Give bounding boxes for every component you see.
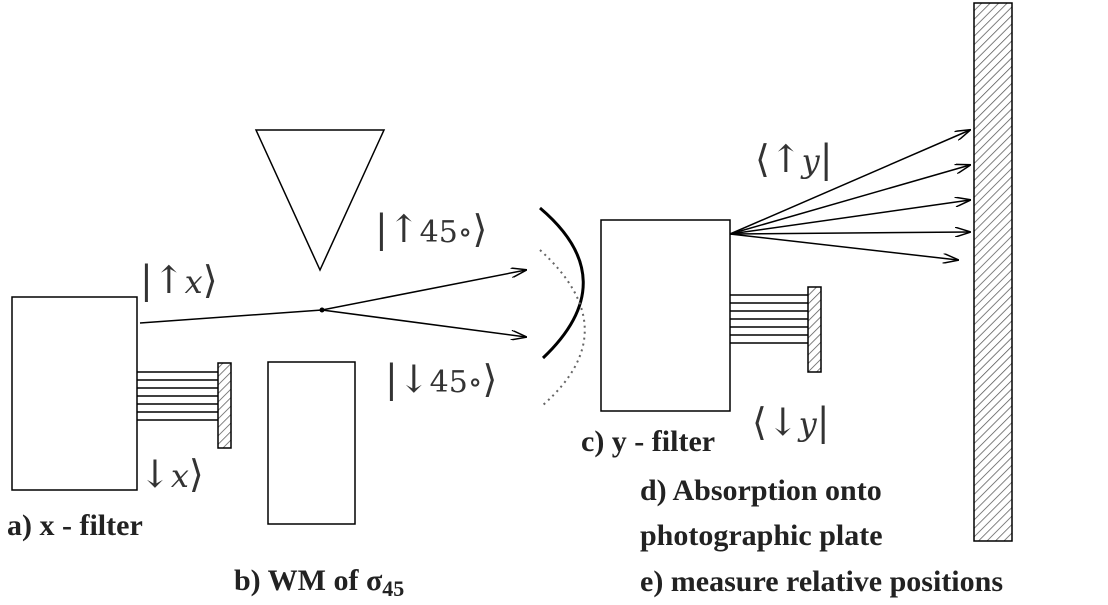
y-filter-detector xyxy=(807,286,822,373)
ket-down-x: ↓x⟩ xyxy=(139,452,204,496)
caption-a: a) x - filter xyxy=(7,509,143,542)
caption-d-line2: photographic plate xyxy=(640,519,883,552)
x-filter xyxy=(11,296,232,491)
pointer-triangle xyxy=(254,129,386,272)
x-filter-detector xyxy=(217,362,232,449)
y-filter-box xyxy=(600,219,731,412)
recombiner-arc-dotted xyxy=(539,249,586,406)
ray-fan xyxy=(729,130,970,260)
x-filter-wires xyxy=(137,371,218,421)
recombiner-arc xyxy=(539,206,585,360)
caption-c: c) y - filter xyxy=(581,425,715,458)
bra-up-y: ⟨↑y| xyxy=(755,137,833,181)
ket-up-45: |↑45∘⟩ xyxy=(375,207,487,251)
bra-down-y: ⟨↓y| xyxy=(752,400,830,444)
ket-up-x: |↑x⟩ xyxy=(140,258,218,302)
ket-down-45: |↓45∘⟩ xyxy=(385,357,497,401)
caption-e: e) measure relative positions xyxy=(640,565,1003,598)
x-filter-box xyxy=(11,296,138,491)
photographic-plate xyxy=(973,2,1013,542)
y-filter xyxy=(600,219,822,412)
caption-d-line1: d) Absorption onto xyxy=(640,474,882,507)
beam-paths xyxy=(139,270,526,337)
y-filter-wires xyxy=(730,294,808,344)
caption-b: b) WM of σ45 xyxy=(234,564,404,601)
wm-box xyxy=(267,361,356,525)
